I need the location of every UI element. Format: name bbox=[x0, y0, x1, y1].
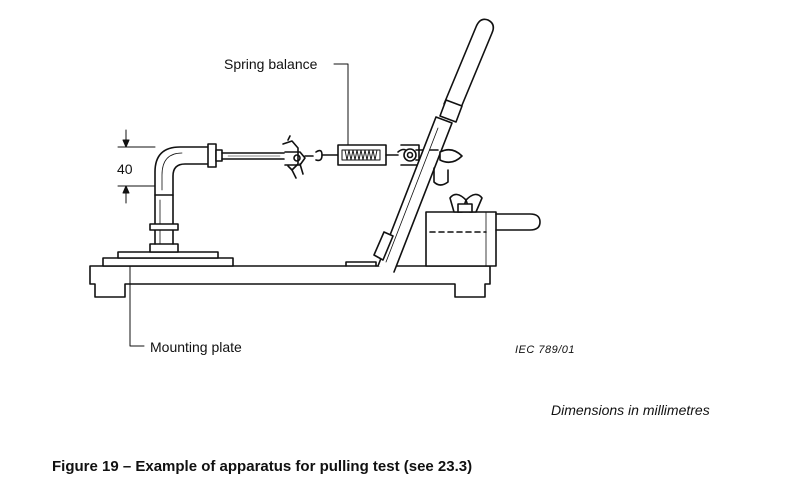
spring-balance-label: Spring balance bbox=[224, 56, 318, 72]
leader-lines bbox=[129, 63, 349, 347]
cable-grip bbox=[282, 135, 306, 179]
lower-wing-nut bbox=[449, 193, 483, 213]
mounting-plate-label: Mounting plate bbox=[150, 339, 242, 355]
dimension-markers bbox=[117, 129, 156, 204]
lever bbox=[345, 18, 495, 273]
mounting-plate bbox=[102, 251, 234, 267]
base-block bbox=[89, 265, 491, 298]
upper-wing-nut bbox=[429, 148, 463, 186]
hook bbox=[304, 149, 339, 162]
units-note: Dimensions in millimetres bbox=[551, 402, 710, 418]
reference-code: IEC 789/01 bbox=[515, 344, 576, 356]
spring-balance bbox=[337, 144, 409, 166]
dimension-40-label: 40 bbox=[117, 161, 133, 177]
figure-caption: Figure 19 – Example of apparatus for pul… bbox=[52, 458, 473, 475]
pillar bbox=[149, 143, 223, 253]
cable bbox=[221, 152, 285, 160]
bearing-block bbox=[425, 211, 541, 267]
